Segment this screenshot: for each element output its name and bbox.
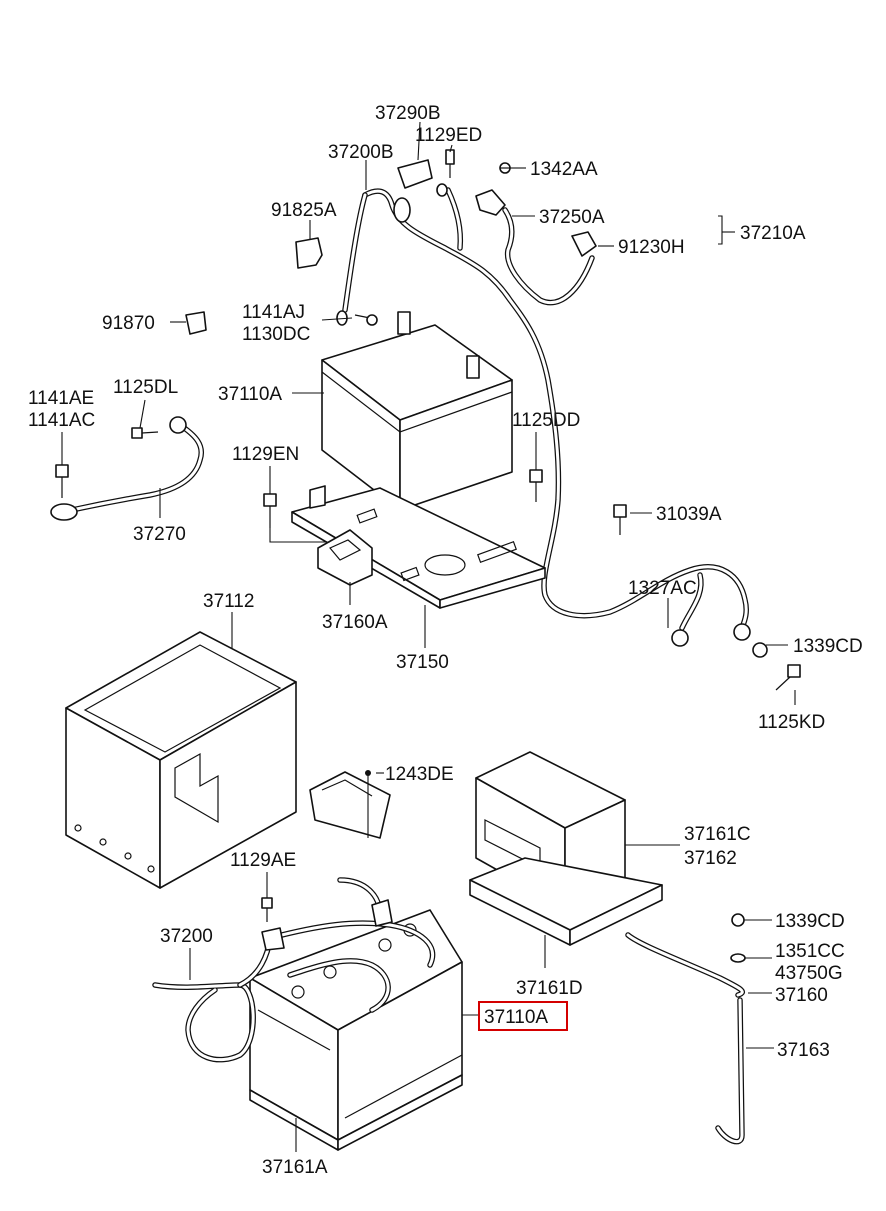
label-37200: 37200 [160, 926, 213, 947]
nut-1339CD-top [752, 642, 768, 658]
label-37210A: 37210A [740, 223, 806, 244]
battery-clamp-37160A [317, 529, 373, 586]
label-1141AE: 1141AE [28, 388, 94, 409]
leader-lines [61, 121, 796, 1152]
label-43750G: 43750G [775, 963, 843, 984]
highlight-box-37110A [478, 1001, 568, 1031]
positive-cable-37250A [475, 189, 597, 306]
battery-pad-37161D [469, 857, 663, 946]
label-1351CC: 1351CC [775, 941, 845, 962]
label-37110A-bottom: 37110A [484, 1007, 548, 1028]
label-1130DC: 1130DC [242, 324, 310, 345]
battery-37110A-top [321, 311, 513, 511]
fuse-91870 [185, 311, 207, 335]
label-1125DL: 1125DL [113, 377, 178, 398]
label-37270: 37270 [133, 524, 186, 545]
bolt-31039A [613, 504, 627, 535]
label-91870: 91870 [102, 313, 155, 334]
nut-1342AA [499, 162, 511, 174]
bolt-1125KD [775, 664, 801, 691]
label-37161C: 37161C [684, 824, 751, 845]
bolt-1141AJ [354, 314, 378, 326]
bolt-1141AE [55, 464, 69, 498]
bracket-1243DE [309, 771, 391, 839]
screw-1129ED [445, 149, 455, 178]
label-37112: 37112 [203, 591, 254, 612]
label-37163: 37163 [777, 1040, 830, 1061]
label-1129AE: 1129AE [230, 850, 296, 871]
label-91230H: 91230H [618, 237, 685, 258]
label-37162: 37162 [684, 848, 737, 869]
label-1339CD-bottom: 1339CD [775, 911, 845, 932]
label-1125DD: 1125DD [512, 410, 580, 431]
battery-tray-base-37161A [249, 1074, 463, 1151]
label-37200B: 37200B [328, 142, 394, 163]
battery-cable-37200B [336, 183, 751, 647]
label-1141AJ: 1141AJ [242, 302, 305, 323]
bolt-1125DD [529, 469, 543, 502]
j-bolt-37163 [715, 997, 745, 1145]
label-1342AA: 1342AA [530, 159, 598, 180]
battery-cable-37200 [152, 877, 436, 1063]
nut-1339CD-bottom [731, 913, 745, 927]
label-31039A: 31039A [656, 504, 722, 525]
hold-down-bar-37160 [625, 932, 745, 998]
label-1129ED: 1129ED [415, 125, 482, 146]
label-1125KD: 1125KD [758, 712, 825, 733]
label-37161A: 37161A [262, 1157, 328, 1178]
ground-cable-37270 [50, 416, 204, 521]
label-37290B: 37290B [375, 103, 441, 124]
label-1243DE: 1243DE [385, 764, 454, 785]
part-labels: 37290B 1129ED 37200B 1342AA 91825A 37250… [28, 103, 863, 1178]
battery-box-37112 [65, 631, 297, 889]
battery-37110A-bottom [249, 909, 463, 1141]
label-1129EN: 1129EN [232, 444, 299, 465]
bolt-1129EN [263, 493, 277, 528]
bolt-1129AE [261, 897, 273, 922]
bolt-1125DL [131, 427, 159, 439]
terminal-cover-37290B [397, 159, 433, 189]
label-37250A: 37250A [539, 207, 605, 228]
washer-1351CC [730, 953, 746, 963]
label-37160: 37160 [775, 985, 828, 1006]
label-37150: 37150 [396, 652, 449, 673]
label-37110A-top: 37110A [218, 384, 282, 405]
label-1327AC: 1327AC [628, 578, 697, 599]
label-1339CD-top: 1339CD [793, 636, 863, 657]
fuse-holder-91825A [295, 237, 323, 269]
label-91825A: 91825A [271, 200, 337, 221]
label-1141AC: 1141AC [28, 410, 95, 431]
label-37161D: 37161D [516, 978, 583, 999]
label-37160A: 37160A [322, 612, 388, 633]
